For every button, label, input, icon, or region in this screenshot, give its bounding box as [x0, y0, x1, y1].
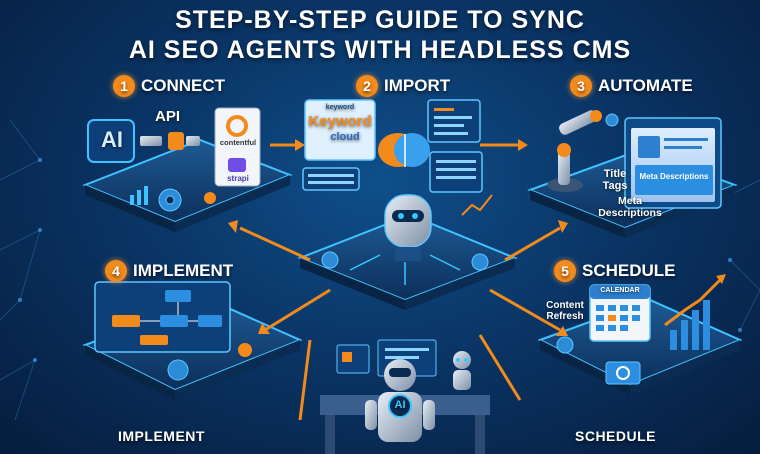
step-automate: 3 AUTOMATE [570, 75, 693, 97]
step-number-badge: 4 [105, 260, 127, 282]
refresh-icon [605, 361, 641, 385]
step-label: SCHEDULE [582, 261, 676, 280]
step-implement: 4 IMPLEMENT [105, 260, 233, 282]
bottom-label-implement: IMPLEMENT [118, 428, 205, 444]
step-connect: 1 CONNECT [113, 75, 225, 97]
browser-window [624, 117, 722, 209]
calendar-label: CALENDAR [600, 287, 640, 294]
gear-icon-connect [158, 188, 216, 212]
title-line-1: STEP-BY-STEP GUIDE TO SYNC [175, 6, 585, 34]
network-dots [18, 158, 742, 362]
data-table-card [302, 99, 483, 193]
robot-chest-label: AI [394, 399, 406, 411]
step-label: CONNECT [141, 76, 226, 95]
api-label: API [155, 108, 181, 125]
flowchart-window [94, 281, 231, 353]
gear-icon-schedule [556, 336, 574, 354]
gear-icons-center [321, 251, 489, 271]
robot-at-desk-icon [365, 359, 435, 442]
robot-arm-icon [547, 110, 602, 192]
meta-descriptions-screen: Meta Descriptions [639, 172, 709, 181]
gear-icon-implement [167, 343, 252, 381]
cms-cards [214, 107, 261, 187]
step-number-badge: 1 [113, 75, 135, 97]
step-label: IMPLEMENT [133, 261, 234, 280]
gear-icon-automate [605, 113, 619, 127]
plug-icon [140, 132, 200, 150]
trend-chart-icon [461, 194, 493, 216]
step-number-badge: 5 [554, 260, 576, 282]
keyword-cloud-card [304, 99, 376, 161]
step-label: IMPORT [384, 76, 451, 95]
content-refresh-label: Content Refresh [546, 300, 584, 322]
circuit-lines [349, 254, 461, 285]
robot-head-icon [384, 194, 432, 261]
step-number-badge: 2 [356, 75, 378, 97]
flow-arrows [228, 139, 568, 421]
title-line-2: AI SEO AGENTS WITH HEADLESS CMS [128, 36, 632, 64]
step-import: 2 IMPORT [356, 75, 450, 97]
contentful-logo: contentful [219, 138, 257, 147]
keyword-small-1: keyword [325, 104, 355, 111]
ai-chip-icon [87, 119, 135, 163]
keyword-cloud: cloud [330, 131, 360, 143]
meta-descriptions-label: Meta Descriptions [598, 195, 662, 219]
strapi-logo: strapi [227, 174, 249, 183]
step-label: AUTOMATE [598, 76, 693, 95]
bottom-label-schedule: SCHEDULE [575, 428, 657, 444]
growth-chart-icon [664, 274, 726, 350]
keyword-big: Keyword [308, 113, 372, 130]
small-robot-icon [453, 351, 471, 390]
bar-chart-icon [130, 186, 148, 205]
ai-chip-label: AI [101, 127, 123, 152]
calendar-icon [589, 284, 651, 342]
brain-icon [378, 133, 430, 167]
step-schedule: 5 SCHEDULE [554, 260, 676, 282]
title-tags-label: Title Tags [602, 168, 628, 193]
step-number-badge: 3 [570, 75, 592, 97]
